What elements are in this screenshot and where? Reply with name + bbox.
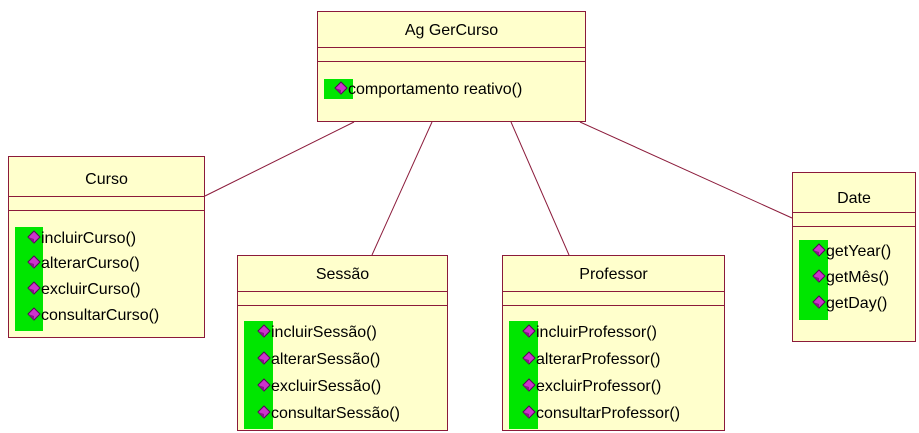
class-divider [318,61,585,62]
operation-label: getYear() [826,243,892,260]
class-name: Ag GerCurso [404,22,499,39]
operation-item: getDay() [812,294,887,314]
operation-item: incluirSessão() [257,323,377,343]
operation-icon [812,243,826,257]
operation-label: getDay() [826,295,888,312]
class-divider [503,305,724,306]
operation-label: excluirCurso() [41,281,141,298]
operation-item: getYear() [812,242,891,262]
operation-label: incluirSessão() [271,324,377,341]
operation-icon [522,351,536,365]
operation-label: alterarCurso() [41,255,140,272]
operation-item: alterarCurso() [27,254,140,274]
operation-icon [27,255,41,269]
operation-label: incluirCurso() [41,230,137,247]
operation-label: consultarSessão() [271,405,400,422]
class-ag-gercurso[interactable]: Ag GerCurso comportamento reativo() [317,11,586,122]
operation-item: excluirSessão() [257,377,381,397]
operation-label: incluirProfessor() [536,324,657,341]
class-name: Curso [85,171,128,188]
operations-marker-bar [799,240,828,320]
operation-icon [257,351,271,365]
operation-item: excluirCurso() [27,280,141,300]
operation-label: alterarSessão() [271,351,381,368]
operation-icon [27,307,41,321]
operation-item: consultarSessão() [257,404,400,424]
operation-icon [257,378,271,392]
class-divider [793,212,915,213]
operation-label: alterarProfessor() [536,351,661,368]
operation-label: comportamento reativo() [348,81,523,98]
operation-label: consultarProfessor() [536,405,681,422]
operation-icon [522,378,536,392]
operation-label: excluirSessão() [271,378,382,395]
class-name: Date [837,190,871,207]
operation-label: excluirProfessor() [536,378,662,395]
class-date[interactable]: Date getYear() getMês() getDay() [792,172,916,342]
operation-label: getMês() [826,269,890,286]
association-ag-date [579,121,793,219]
class-divider [238,291,447,292]
operation-item: comportamento reativo() [334,80,522,100]
operation-icon [27,230,41,244]
class-sessao[interactable]: Sessão incluirSessão() alterarSessão() e… [237,255,448,431]
operation-icon [522,405,536,419]
operation-item: excluirProfessor() [522,377,661,397]
operation-item: incluirCurso() [27,229,136,249]
association-ag-sessao [371,121,433,256]
class-divider [9,210,204,211]
operation-item: incluirProfessor() [522,323,657,343]
class-curso[interactable]: Curso incluirCurso() alterarCurso() excl… [8,156,205,338]
operation-item: consultarCurso() [27,306,159,326]
association-ag-professor [510,121,570,256]
operation-item: alterarProfessor() [522,350,660,370]
operation-icon [334,81,348,95]
operation-icon [522,324,536,338]
association-ag-curso [204,121,355,197]
operation-icon [257,405,271,419]
operation-icon [812,269,826,283]
class-divider [318,47,585,48]
class-professor[interactable]: Professor incluirProfessor() alterarProf… [502,255,725,431]
class-name: Professor [579,266,648,283]
class-name: Sessão [315,266,370,283]
operation-item: getMês() [812,268,889,288]
class-divider [503,291,724,292]
operation-item: consultarProfessor() [522,404,680,424]
operation-icon [257,324,271,338]
operation-label: consultarCurso() [41,307,160,324]
operation-icon [27,281,41,295]
operation-item: alterarSessão() [257,350,380,370]
class-divider [793,226,915,227]
operation-icon [812,295,826,309]
class-divider [9,196,204,197]
class-divider [238,305,447,306]
